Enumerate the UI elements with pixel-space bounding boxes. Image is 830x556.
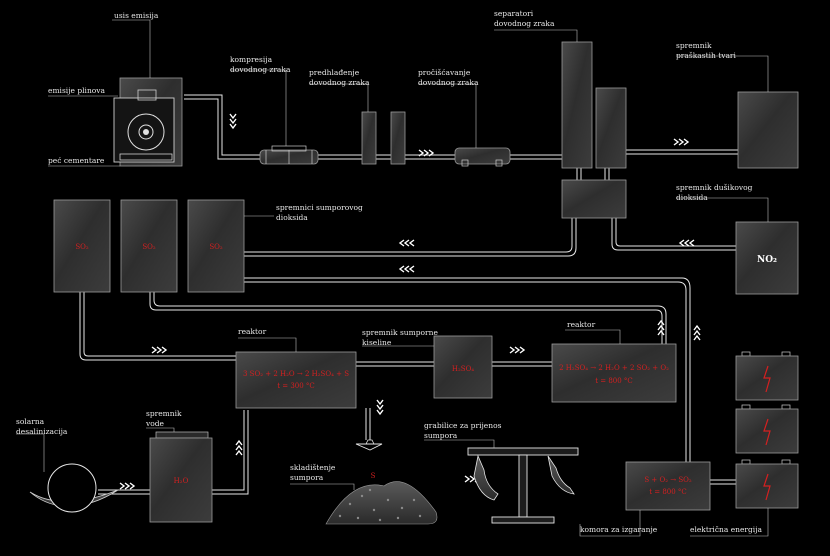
- tank-contents: SO₂ SO₂ SO₂ NO₂ H₂SO₄ H₂O S: [75, 243, 777, 485]
- labels: usis emisija emisije plinova peć cementa…: [16, 9, 763, 534]
- label-solarna-1: solarna: [16, 417, 45, 426]
- label-emisije-plinova: emisije plinova: [48, 86, 106, 95]
- battery-2: [735, 404, 799, 454]
- reactor-1: [235, 351, 357, 409]
- so2-tank-3-text: SO₂: [209, 243, 223, 251]
- label-pec-cementare: peć cementare: [48, 156, 105, 165]
- flow-arrow-right-6: [119, 482, 135, 490]
- combustion-temp: t = 800 °C: [649, 488, 687, 496]
- pipes: [79, 94, 738, 495]
- so2-tank-3: [187, 199, 245, 293]
- label-solarna-2: desalinizacija: [16, 427, 68, 436]
- electric-batteries: [735, 351, 799, 509]
- reactor-1-temp: t = 300 °C: [277, 382, 315, 390]
- flow-arrow-right-1: [418, 149, 434, 157]
- solar-desalination: [29, 463, 119, 513]
- label-kompresija-1: kompresija: [230, 55, 273, 64]
- flow-arrow-up-1: [657, 320, 665, 336]
- cement-kiln: [113, 77, 183, 167]
- reactor-1-equation: 3 SO₂ + 2 H₂O → 2 H₂SO₄ + S: [243, 370, 349, 378]
- water-tank-text: H₂O: [174, 477, 189, 485]
- flow-arrow-up-3: [235, 440, 243, 456]
- label-skladistenje-2: sumpora: [290, 473, 324, 482]
- flow-arrow-down-2: [376, 399, 384, 415]
- so2-tank-1-text: SO₂: [75, 243, 89, 251]
- flow-arrow-down-1: [229, 113, 237, 129]
- no2-tank-text: NO₂: [757, 255, 777, 265]
- label-spremnik-no2-1: spremnik dušikovog: [676, 183, 753, 192]
- so2-tanks: [53, 199, 245, 293]
- flow-arrow-left-3: [399, 265, 415, 273]
- label-spremnik-h2so4-1: spremnik sumporne: [362, 328, 438, 337]
- label-separatori-2: dovodnog zraka: [494, 19, 555, 28]
- label-spremnik-h2so4-2: kiseline: [362, 338, 392, 347]
- label-spremnik-vode-2: vode: [145, 419, 165, 428]
- label-usis-emisija: usis emisija: [114, 11, 159, 20]
- label-spremnik-vode-1: spremnik: [146, 409, 182, 418]
- air-purifier: [454, 147, 511, 167]
- battery-1: [735, 351, 799, 401]
- combustion-chamber: [625, 461, 711, 511]
- label-elektricna: električna energija: [690, 525, 763, 534]
- label-spremnik-no2-2: dioksida: [676, 193, 708, 202]
- label-grabilice-2: sumpora: [424, 431, 458, 440]
- label-grabilice-1: grabilice za prijenos: [424, 421, 502, 430]
- air-compressor: [259, 145, 319, 165]
- sulfur-hopper: [355, 439, 383, 451]
- no2-tank: [735, 221, 799, 295]
- label-prociscavanje-1: pročišćavanje: [418, 68, 471, 77]
- so2-tank-1: [53, 199, 111, 293]
- flow-arrow-right-3: [151, 346, 167, 354]
- label-predhladenje-1: predhlađenje: [309, 68, 360, 77]
- so2-tank-2-text: SO₂: [142, 243, 156, 251]
- leader-lines: [16, 19, 769, 537]
- flow-arrow-up-2: [693, 325, 701, 341]
- reactor-2-equation: 2 H₂SO₄ → 2 H₂O + 2 SO₂ + O₂: [559, 364, 669, 372]
- pre-cooling-columns: [361, 111, 406, 165]
- reactor-2: [551, 343, 677, 403]
- sulfur-storage-pile: [325, 481, 438, 525]
- h2so4-tank-text: H₂SO₄: [452, 365, 474, 373]
- sulfur-grabber: [467, 447, 579, 524]
- sulfur-pile-text: S: [371, 472, 376, 480]
- label-spremnici-so2-1: spremnici sumporovog: [276, 203, 363, 212]
- label-reaktor-1: reaktor: [238, 327, 267, 336]
- label-spremnici-so2-2: dioksida: [276, 213, 308, 222]
- label-kompresija-2: dovodnog zraka: [230, 65, 291, 74]
- air-separators: [561, 41, 627, 219]
- label-predhladenje-2: dovodnog zraka: [309, 78, 370, 87]
- reactor-2-temp: t = 800 °C: [595, 377, 633, 385]
- label-skladistenje-1: skladištenje: [290, 463, 336, 472]
- flow-arrow-right-4: [509, 346, 525, 354]
- combustion-equation: S + O₂ → SO₂: [644, 476, 692, 484]
- flow-arrow-left-1: [399, 239, 415, 247]
- label-spremnik-prasak-1: spremnik: [676, 41, 712, 50]
- powder-tank: [737, 91, 799, 169]
- flow-arrow-left-2: [679, 239, 695, 247]
- label-spremnik-prasak-2: praškastih tvari: [676, 51, 737, 60]
- so2-tank-2: [120, 199, 178, 293]
- sulfuric-acid-tank: [433, 335, 493, 399]
- label-separatori-1: separatori: [494, 9, 534, 18]
- water-tank: [149, 431, 213, 523]
- flow-arrow-right-2: [673, 138, 689, 146]
- label-reaktor-2: reaktor: [567, 320, 596, 329]
- label-komora: komora za izgaranje: [580, 525, 658, 534]
- battery-3: [735, 459, 799, 509]
- label-prociscavanje-2: dovodnog zraka: [418, 78, 479, 87]
- reactions: 3 SO₂ + 2 H₂O → 2 H₂SO₄ + S t = 300 °C 2…: [243, 364, 692, 496]
